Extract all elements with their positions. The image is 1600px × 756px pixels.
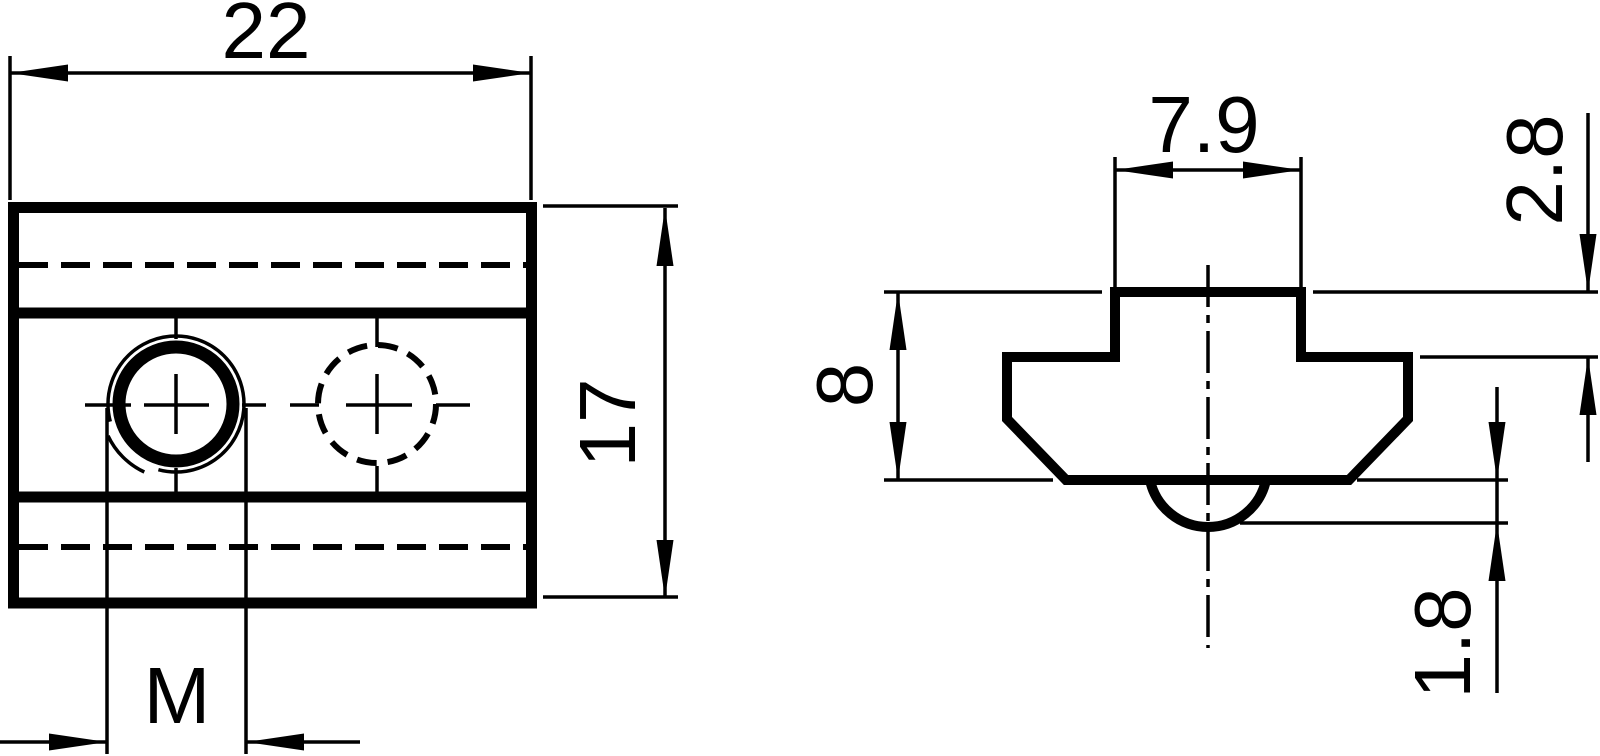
arrowhead: [1115, 161, 1173, 179]
arrowhead: [1488, 523, 1506, 581]
dim-label-nut-height: 8: [800, 363, 889, 408]
arrowhead: [1243, 161, 1301, 179]
arrowhead: [49, 733, 107, 751]
dim-label-thread: M: [144, 651, 211, 740]
dim-label-ball-protrusion: 1.8: [1398, 587, 1487, 698]
top-view: [0, 56, 678, 754]
dim-thread: [0, 408, 360, 754]
ball-protrusion-arc: [1145, 478, 1271, 532]
arrowhead: [246, 733, 304, 751]
thread-runout-arc: [106, 434, 146, 474]
dim-label-overall-length: 22: [222, 0, 311, 75]
arrowhead: [1579, 234, 1597, 292]
dim-overall-width: [543, 204, 678, 599]
dim-label-tongue-width: 7.9: [1148, 80, 1259, 169]
dim-label-tongue-height: 2.8: [1490, 114, 1579, 225]
dim-ball-protrusion: [1240, 387, 1508, 693]
arrowhead: [656, 208, 674, 266]
arrowhead: [889, 292, 907, 350]
dim-overall-length: [8, 56, 533, 200]
arrowhead: [1579, 357, 1597, 415]
arrowhead: [889, 422, 907, 480]
profile-view: [884, 113, 1598, 693]
thread-major-arc: [106, 334, 246, 474]
arrowhead: [656, 540, 674, 598]
centerlines-top-view: [85, 316, 470, 497]
arrowhead: [1488, 422, 1506, 480]
dim-tongue-height: [1313, 113, 1598, 462]
arrowhead: [10, 64, 68, 82]
arrowhead: [473, 64, 531, 82]
dim-tongue-width: [1113, 157, 1303, 287]
dim-label-overall-width: 17: [563, 379, 652, 468]
dim-nut-height: [884, 290, 1102, 482]
